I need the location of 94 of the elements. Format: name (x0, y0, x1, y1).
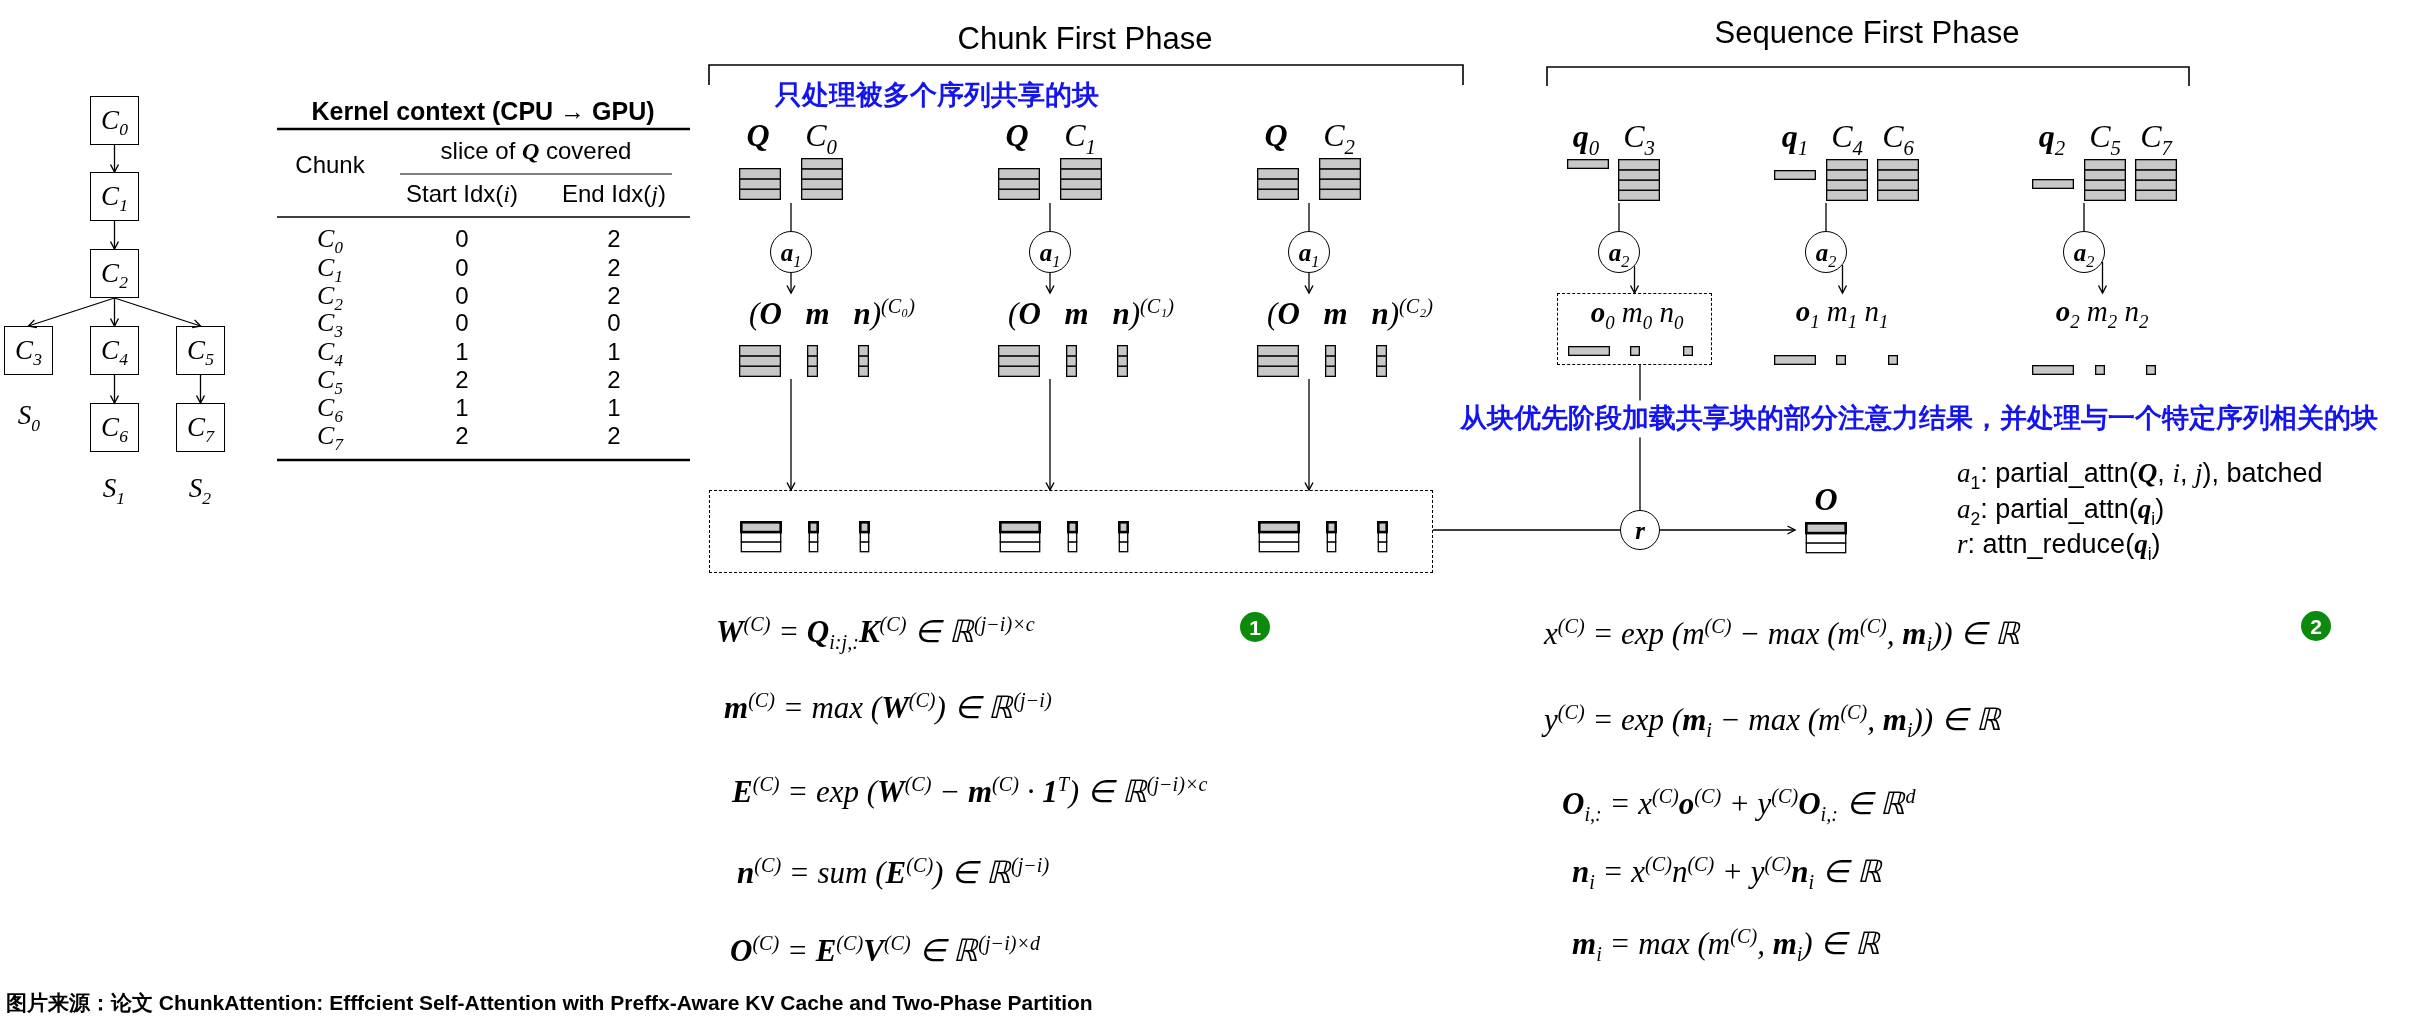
equation: W$^{(C)}$ = Q$_{i:j,:}$K$^{(C)}$ ∈ ℝ$^{(j−i)×c}$ (715, 611, 1036, 654)
callout-number: 1 (1240, 612, 1270, 642)
note-text: r: attn_reduce(q$_{i}$) (1956, 528, 2162, 564)
math-label: Q (1263, 116, 1289, 156)
equation: E$^{(C)}$ = exp (W$^{(C)}$ − m$^{(C)}$ · 1$^{T}$) ∈ ℝ$^{(j−i)×c}$ (730, 771, 1209, 811)
arrow (1304, 378, 1314, 491)
arrow (786, 272, 796, 294)
arrow (1045, 378, 1055, 491)
note-text: a$_{2}$: partial_attn(q$_{i}$) (1956, 493, 2166, 529)
sequence-label: S$_{0}$ (16, 399, 42, 435)
math-label: q$_{0}$ (1571, 117, 1601, 159)
arrow (1629, 265, 1640, 294)
arrow (27, 297, 116, 329)
table-value: 1 (454, 393, 470, 424)
math-label: q$_{1}$ (1780, 117, 1810, 159)
table-value: 2 (606, 253, 622, 284)
equation: m$^{(C)}$ = max (W$^{(C)}$) ∈ ℝ$^{(j−i)}$ (723, 687, 1053, 727)
math-label: C$_{5}$ (2088, 117, 2122, 159)
arrow (109, 220, 120, 250)
dashed-group-box (1557, 293, 1712, 365)
arrow (786, 378, 796, 491)
table-value: 2 (606, 224, 622, 255)
arrow (2097, 261, 2108, 294)
connector-line (1825, 202, 1827, 232)
note-text: a$_{1}$: partial_attn(Q, i, j), batched (1956, 457, 2324, 493)
tree-node: C$_{5}$ (176, 326, 225, 375)
dashed-group-box (709, 490, 1433, 573)
table-value: 1 (606, 393, 622, 424)
math-label: C$_{4}$ (1830, 117, 1864, 159)
math-label: q$_{2}$ (2037, 117, 2067, 159)
tree-node: C$_{4}$ (90, 326, 139, 375)
math-label: o$_{1}$ m$_{1}$ n$_{1}$ (1794, 294, 1890, 332)
callout-number: 2 (2301, 611, 2331, 641)
table-value: 2 (606, 421, 622, 452)
column-header: End Idx(j) (560, 178, 668, 209)
math-label: (O m n)$^{(C₂)}$ (1266, 293, 1434, 333)
math-label: Q (745, 116, 771, 156)
arrow (1045, 272, 1055, 294)
arrow (113, 297, 202, 329)
arrow (109, 144, 120, 173)
tree-node: C$_{3}$ (4, 326, 53, 375)
table-value: 2 (606, 365, 622, 396)
math-label: C$_{2}$ (1322, 116, 1356, 158)
caption-text: 图片来源：论文 ChunkAttention: Efffcient Self-Attention with Preffx-Aware KV Cache and Two-Phase Partition (5, 990, 1094, 1017)
arrow (195, 374, 206, 404)
equation: O$_{i,:}$ = x$^{(C)}$o$^{(C)}$ + y$^{(C)}$O$_{i,:}$ ∈ ℝ$^{d}$ (1561, 783, 1917, 826)
column-header: Start Idx(i) (405, 178, 519, 209)
math-label: (O m n)$^{(C₀)}$ (748, 293, 916, 333)
equation: x$^{(C)}$ = exp (m$^{(C)}$ − max (m$^{(C)}$, m$_{i}$)) ∈ ℝ (1542, 613, 2022, 656)
column-header: slice of Q covered (439, 135, 633, 166)
table-value: 2 (454, 365, 470, 396)
table-value: 1 (454, 337, 470, 368)
math-label: C$_{0}$ (804, 116, 838, 158)
arrow (109, 297, 120, 327)
connector-line (1308, 202, 1310, 232)
equation: y$^{(C)}$ = exp (m$_{i}$ − max (m$^{(C)}$, m$_{i}$)) ∈ ℝ (1542, 698, 2003, 742)
equation: n$^{(C)}$ = sum (E$^{(C)}$) ∈ ℝ$^{(j−i)}$ (736, 852, 1051, 892)
annotation-text: 从块优先阶段加载共享块的部分注意力结果，并处理与一个特定序列相关的块 (1458, 400, 2380, 438)
math-label: C$_{7}$ (2139, 117, 2174, 159)
tree-node: C$_{2}$ (90, 249, 139, 298)
sequence-label: S$_{1}$ (101, 472, 127, 508)
phase-title: Sequence First Phase (1713, 13, 2021, 52)
connector-line (1432, 529, 1621, 531)
table-value: 2 (454, 421, 470, 452)
math-label: Q (1004, 116, 1030, 156)
table-value: 1 (606, 337, 622, 368)
tree-node: C$_{7}$ (176, 403, 225, 452)
math-label: o$_{2}$ m$_{2}$ n$_{2}$ (2054, 294, 2150, 332)
arrow (1659, 525, 1796, 535)
math-label: O (1813, 480, 1839, 520)
equation: O$^{(C)}$ = E$^{(C)}$V$^{(C)}$ ∈ ℝ$^{(j−i)×d}$ (729, 930, 1042, 970)
math-label: o$_{0}$ m$_{0}$ n$_{0}$ (1589, 295, 1685, 333)
math-label: (O m n)$^{(C₁)}$ (1007, 293, 1175, 333)
connector-line (1049, 202, 1051, 232)
equation: n$_{i}$ = x$^{(C)}$n$^{(C)}$ + y$^{(C)}$n$_{i}$ ∈ ℝ (1571, 851, 1884, 894)
column-header: Chunk (294, 150, 366, 181)
phase-title: Chunk First Phase (956, 19, 1214, 58)
equation: m$_{i}$ = max (m$^{(C)}$, m$_{i}$) ∈ ℝ (1571, 923, 1882, 966)
table-title: Kernel context (CPU → GPU) (310, 95, 656, 127)
math-label: C$_{1}$ (1063, 116, 1097, 158)
arrow (109, 374, 120, 404)
math-label: C$_{3}$ (1622, 117, 1656, 159)
connector-line (790, 202, 792, 232)
tree-node: C$_{0}$ (90, 96, 139, 145)
table-value: 0 (454, 224, 470, 255)
arrow (1837, 264, 1848, 294)
connector-line (2083, 202, 2085, 232)
table-value: 0 (454, 253, 470, 284)
tree-node: C$_{6}$ (90, 403, 139, 452)
connector-line (1618, 202, 1620, 232)
math-label: C$_{6}$ (1881, 117, 1915, 159)
tree-node: C$_{1}$ (90, 172, 139, 221)
arrow (1304, 272, 1314, 294)
sequence-label: S$_{2}$ (187, 472, 213, 508)
